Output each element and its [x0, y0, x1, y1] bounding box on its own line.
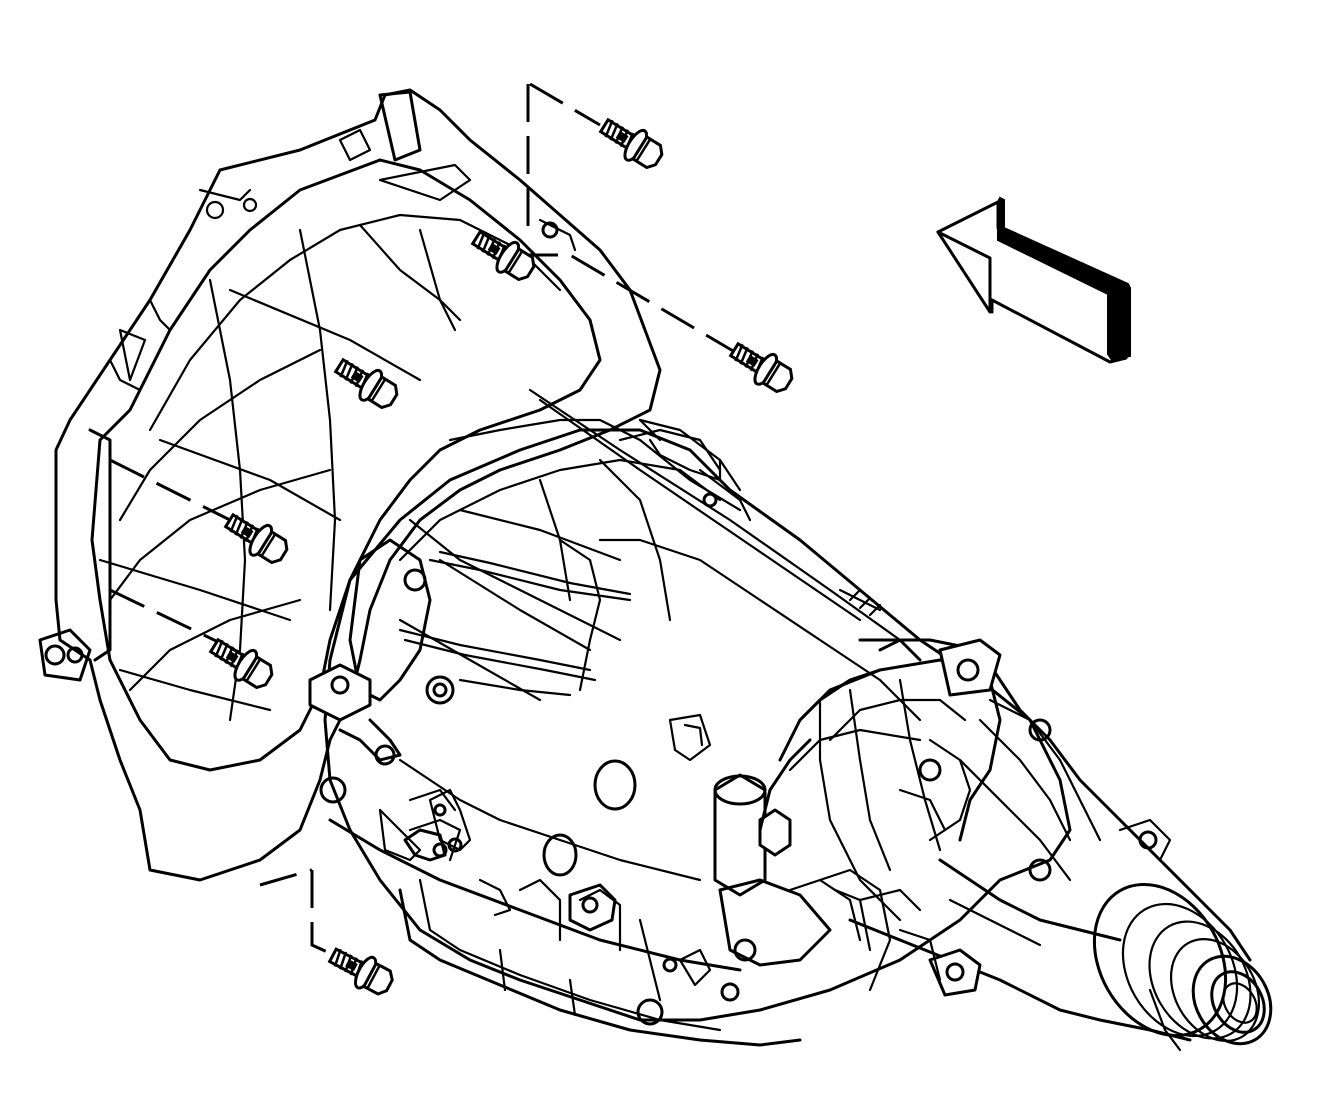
bolt-left-2	[223, 512, 289, 565]
cable-lines	[398, 418, 742, 697]
bolt-top-3	[728, 341, 794, 394]
bolts	[208, 117, 794, 996]
transmission-case	[308, 388, 1072, 1047]
bolt-bottom	[327, 947, 394, 996]
bolt-left-3	[208, 637, 274, 690]
extension-housing	[758, 638, 1273, 1052]
bolt-left-1	[333, 357, 399, 410]
leader-lines	[109, 82, 741, 962]
arrow-left-icon	[936, 196, 1131, 364]
bell-housing	[38, 88, 662, 882]
bolt-top-2	[470, 229, 536, 282]
bolt-top-1	[598, 117, 664, 170]
